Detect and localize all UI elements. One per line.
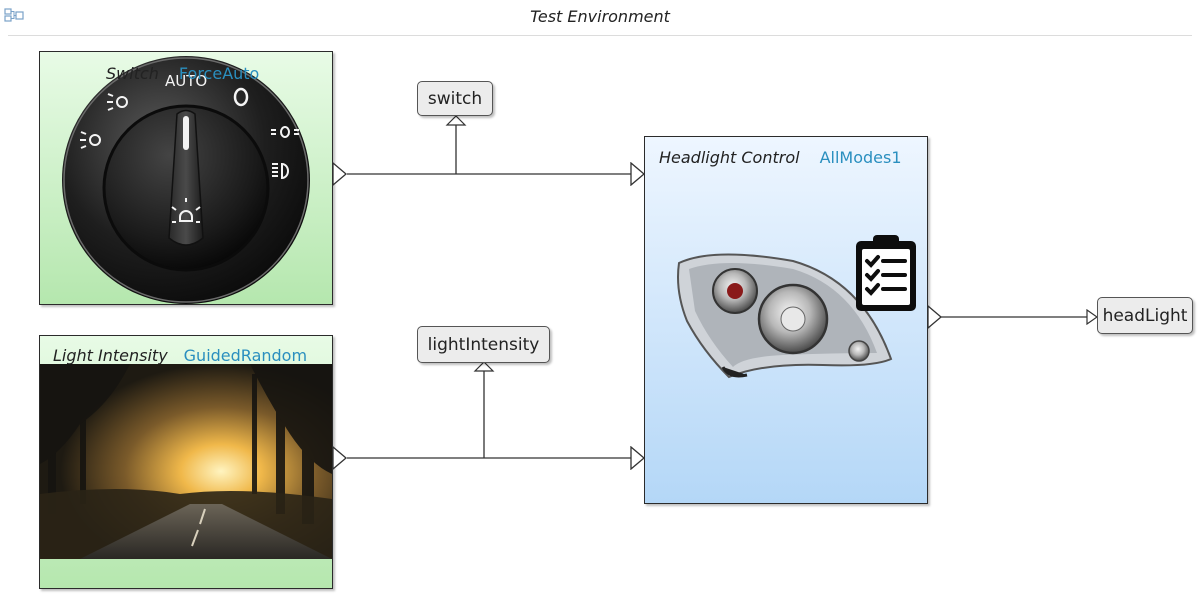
switch-block-label: Switch ForceAuto bbox=[106, 64, 259, 83]
headlamp-image bbox=[677, 253, 893, 379]
headlight-control-block-label: Headlight Control AllModes1 bbox=[659, 148, 902, 167]
switch-output-port[interactable] bbox=[332, 162, 348, 186]
headlight-control-block-mode[interactable]: AllModes1 bbox=[819, 148, 902, 167]
switch-block-mode[interactable]: ForceAuto bbox=[178, 64, 260, 83]
light-intensity-block-mode[interactable]: GuidedRandom bbox=[183, 346, 308, 365]
switch-branch-arrow bbox=[445, 115, 467, 126]
headlight-control-block-name: Headlight Control bbox=[659, 148, 800, 167]
switch-block[interactable]: AUTO Switch ForceAuto bbox=[39, 51, 333, 305]
canvas-title: Test Environment bbox=[530, 7, 670, 26]
headlight-signal-label[interactable]: headLight bbox=[1097, 297, 1193, 334]
switch-signal-label[interactable]: switch bbox=[417, 81, 493, 116]
headlight-switch-image: AUTO bbox=[62, 56, 310, 304]
headlight-control-input-port-switch[interactable] bbox=[630, 162, 646, 186]
forest-road-image bbox=[40, 364, 332, 559]
light-intensity-block-label: Light Intensity GuidedRandom bbox=[53, 346, 307, 365]
light-intensity-signal-label[interactable]: lightIntensity bbox=[417, 326, 550, 363]
diagram-icon[interactable] bbox=[4, 7, 24, 23]
headlight-signal-arrow bbox=[1086, 309, 1098, 325]
light-intensity-block-name: Light Intensity bbox=[53, 346, 168, 365]
dial-auto-label: AUTO bbox=[165, 72, 207, 90]
light-intensity-output-port[interactable] bbox=[332, 446, 348, 470]
checklist-icon[interactable] bbox=[853, 233, 919, 313]
title-divider bbox=[8, 35, 1192, 36]
switch-block-name: Switch bbox=[106, 64, 159, 83]
light-branch-arrow bbox=[473, 361, 495, 372]
headlight-control-output-port[interactable] bbox=[927, 305, 943, 329]
headlight-control-input-port-light[interactable] bbox=[630, 446, 646, 470]
light-intensity-block[interactable]: Light Intensity GuidedRandom bbox=[39, 335, 333, 589]
headlight-control-block[interactable]: Headlight Control AllModes1 bbox=[644, 136, 928, 504]
